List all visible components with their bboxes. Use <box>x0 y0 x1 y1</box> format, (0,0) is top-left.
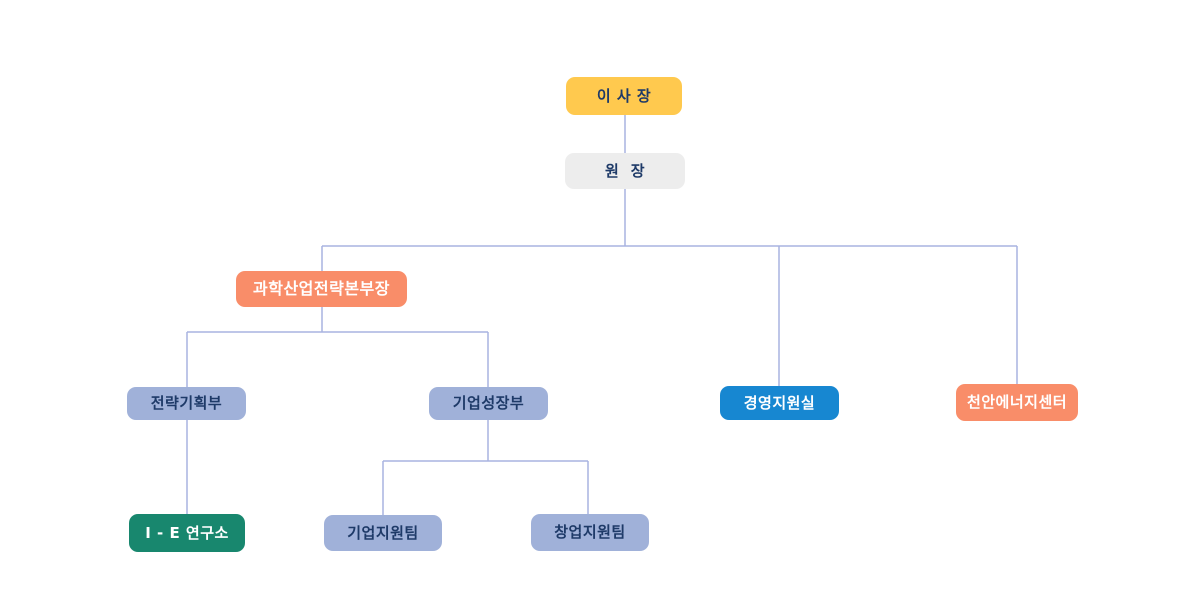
node-cheonan-energy-center: 천안에너지센터 <box>956 384 1078 421</box>
node-business-support-team: 기업지원팀 <box>324 515 442 551</box>
node-management-support-office: 경영지원실 <box>720 386 839 420</box>
node-startup-support-team: 창업지원팀 <box>531 514 649 551</box>
node-science-industry-strategy-hq: 과학산업전략본부장 <box>236 271 407 307</box>
node-director: 원 장 <box>565 153 685 189</box>
node-strategy-planning-dept: 전략기획부 <box>127 387 246 420</box>
node-ie-research-institute: I - E 연구소 <box>129 514 245 552</box>
connector-group <box>186 115 1018 515</box>
node-business-growth-dept: 기업성장부 <box>429 387 548 420</box>
node-chairman: 이 사 장 <box>566 77 682 115</box>
